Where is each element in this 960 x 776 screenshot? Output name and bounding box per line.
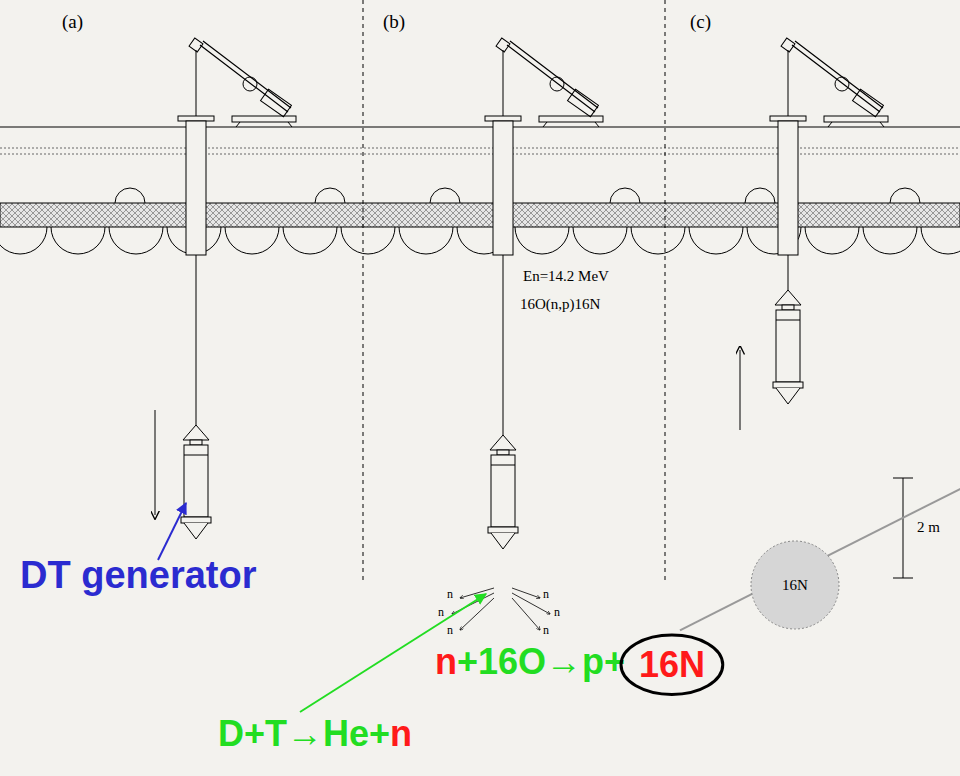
reaction-text: D+T→He+ bbox=[218, 714, 390, 754]
panel-label: (b) bbox=[383, 12, 405, 33]
node-text: 16N bbox=[782, 577, 808, 594]
reaction-note: 16O(n,p)16N bbox=[520, 296, 600, 313]
callout-title: DT generator bbox=[20, 555, 256, 597]
energy-note: En=14.2 MeV bbox=[523, 268, 609, 285]
neutron-label: n bbox=[438, 606, 444, 619]
reaction-text: +16O→p+ bbox=[457, 642, 625, 682]
neutron-label: n bbox=[543, 624, 549, 637]
neutron-label: n bbox=[543, 588, 549, 601]
nitrogen-cloud: 16N bbox=[750, 540, 840, 630]
reaction-text: n bbox=[390, 714, 412, 754]
circled-product: 16N bbox=[619, 633, 725, 696]
reaction-text: n bbox=[435, 642, 457, 682]
neutron-label: n bbox=[447, 624, 453, 637]
neutron-label: n bbox=[554, 606, 560, 619]
panel-label: (a) bbox=[62, 12, 83, 33]
dimension: 2 m bbox=[917, 519, 940, 536]
panel-label: (c) bbox=[690, 12, 711, 33]
neutron-label: n bbox=[447, 588, 453, 601]
node-text: 16N bbox=[639, 645, 705, 685]
